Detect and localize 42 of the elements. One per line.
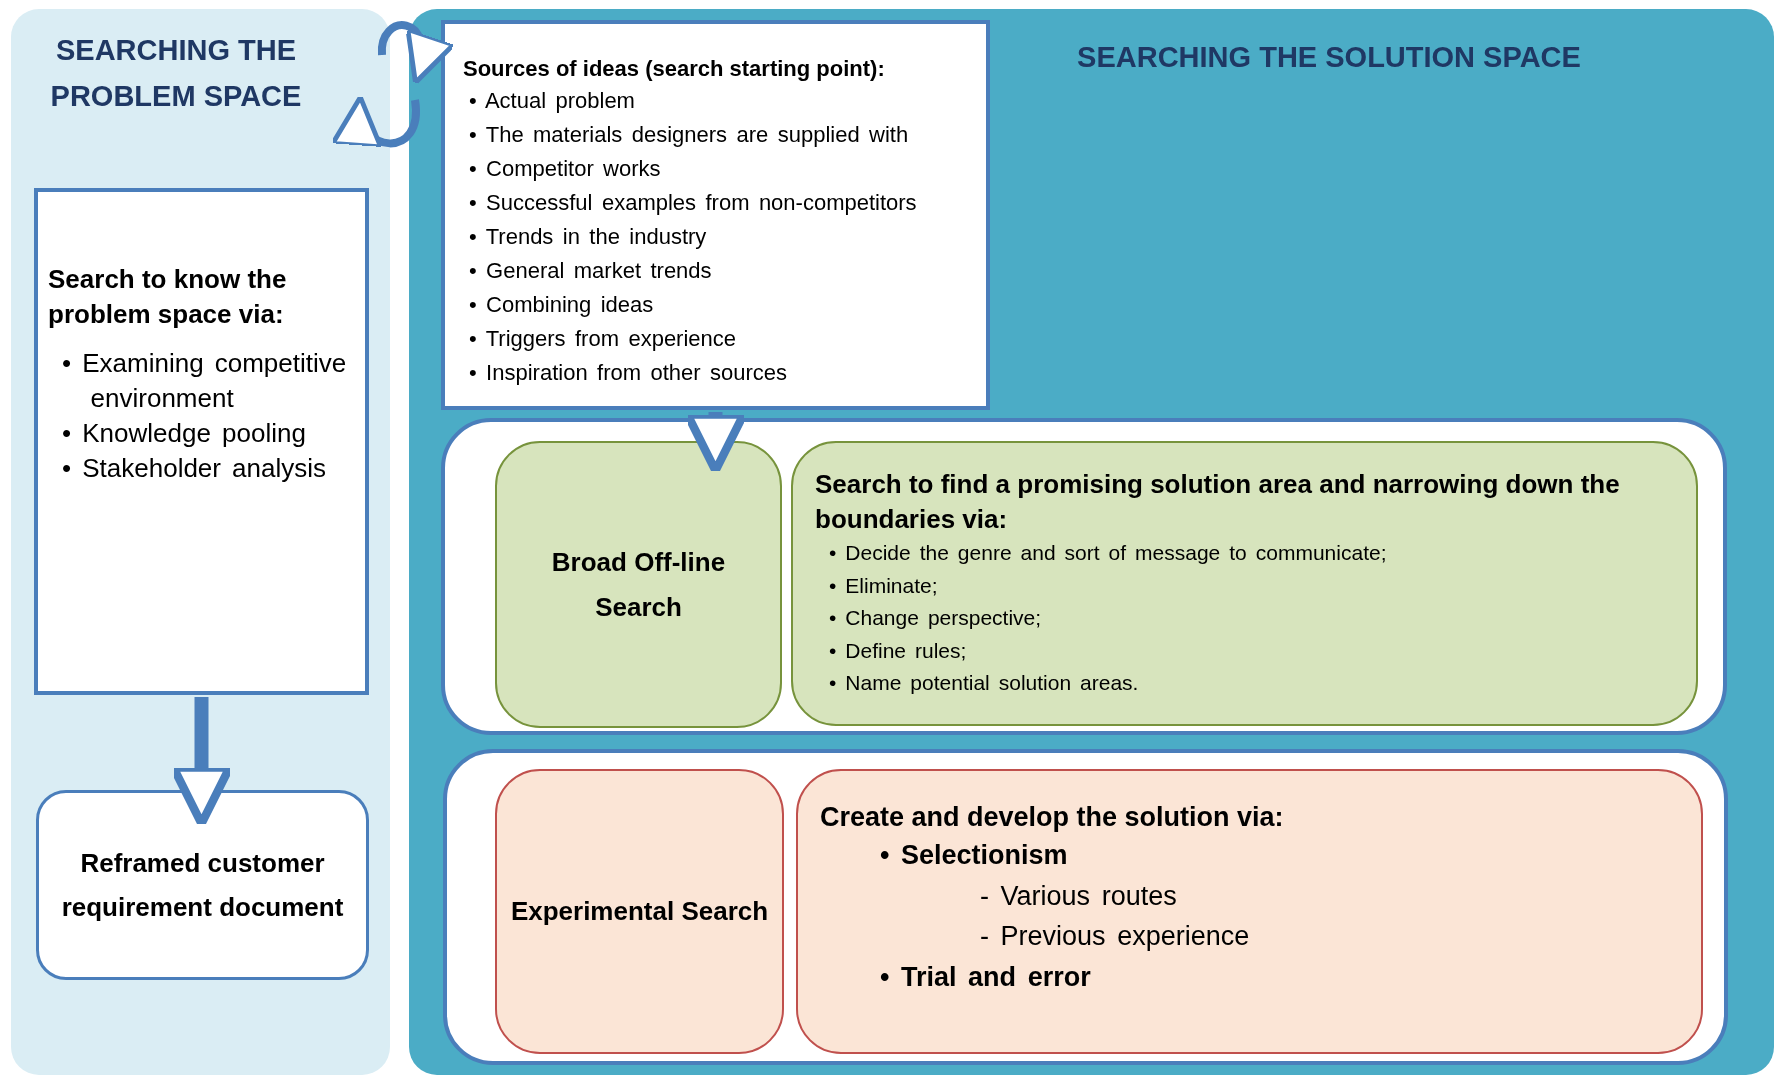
bullet-item: • Name potential solution areas. — [829, 670, 1140, 697]
bullet-item: • Selectionism — [880, 839, 1069, 873]
bullet-item: • Change perspective; — [829, 605, 1043, 632]
process-box — [495, 769, 784, 1054]
panel-title: SEARCHING THE SOLUTION SPACE — [1076, 40, 1582, 75]
bullet-item: • Competitor works — [469, 154, 662, 183]
arrow — [335, 94, 420, 149]
text-box — [34, 188, 369, 695]
text-box — [36, 790, 369, 980]
box-heading: Sources of ideas (search starting point): — [463, 55, 886, 83]
bullet-item: • Successful examples from non-competitors — [469, 188, 918, 217]
bullet-item: • Define rules; — [829, 637, 968, 664]
bullet-item: • Combining ideas — [469, 291, 655, 320]
box-label: Reframed customer requirement document — [60, 846, 345, 924]
bullet-item: • Inspiration from other sources — [469, 359, 789, 388]
text-box — [441, 20, 990, 410]
bullet-item: • Knowledge pooling — [62, 417, 307, 451]
box-heading: Create and develop the solution via: — [820, 801, 1285, 834]
band-box — [443, 749, 1728, 1065]
bullet-item: • General market trends — [469, 257, 713, 286]
process-box — [796, 769, 1703, 1054]
bullet-item: • Eliminate; — [829, 572, 939, 599]
bullet-item: • Decide the genre and sort of message to communicate; — [829, 540, 1388, 567]
bullet-item: • Examining competitive environment — [62, 347, 348, 416]
bullet-item: • Stakeholder analysis — [62, 452, 328, 486]
panel-title: SEARCHING THE PROBLEM SPACE — [49, 33, 303, 115]
bullet-item: • Actual problem — [469, 86, 636, 115]
main-panel — [409, 9, 1774, 1075]
bullet-item: • Trial and error — [880, 960, 1092, 994]
sub-item: - Previous experience — [980, 920, 1251, 954]
box-label: Broad Off-line Search — [550, 546, 727, 624]
band-box — [441, 418, 1727, 735]
box-heading: Search to know the problem space via: — [48, 263, 288, 332]
box-heading: Search to find a promising solution area and narrowing down the boundaries via: — [815, 468, 1621, 537]
sub-item: - Various routes — [980, 879, 1178, 913]
bullet-item: • Triggers from experience — [469, 325, 738, 354]
process-box — [791, 441, 1698, 726]
bullet-item: • Trends in the industry — [469, 223, 708, 252]
bullet-item: • The materials designers are supplied with — [469, 120, 910, 149]
side-panel — [11, 9, 390, 1075]
box-label: Experimental Search — [510, 895, 769, 929]
process-box — [495, 441, 782, 728]
